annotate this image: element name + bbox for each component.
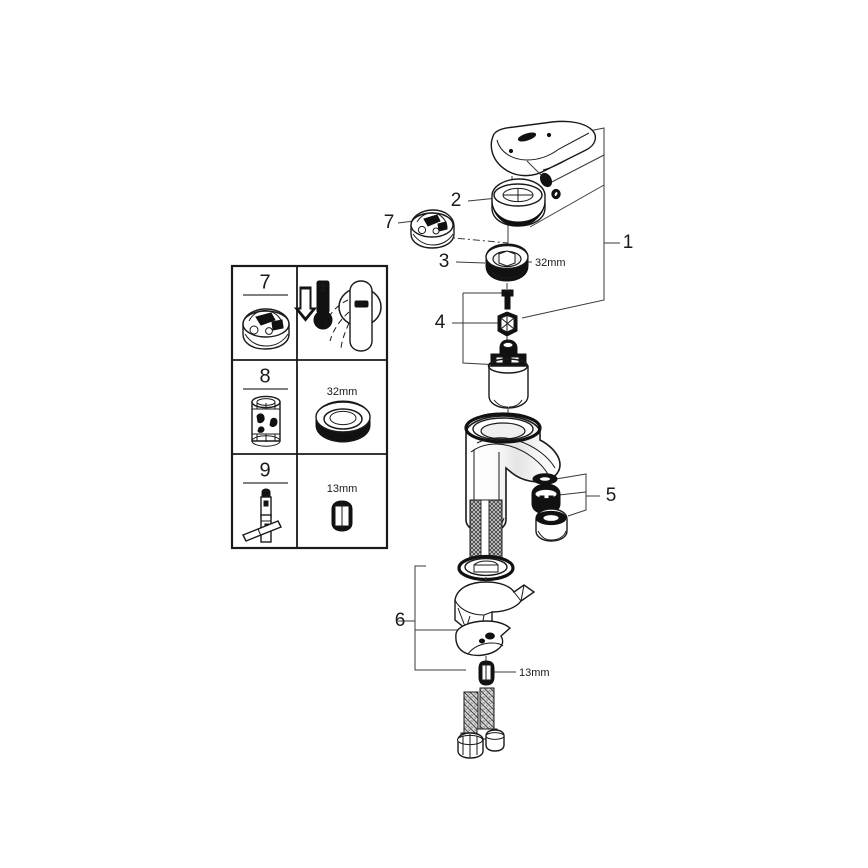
legend-number-8: 8 — [259, 365, 270, 387]
aerator-seal — [532, 473, 558, 485]
temperature-limiter-ring — [410, 209, 455, 249]
dimension-32mm: 32mm — [535, 257, 566, 269]
legend-row-7: 7 — [242, 271, 382, 352]
callout-4: 4 — [435, 312, 446, 333]
screw-cover-plug — [551, 188, 561, 200]
legend-number-7: 7 — [259, 271, 270, 293]
cartridge-sleeve-icon — [251, 395, 281, 447]
legend-number-9: 9 — [259, 459, 270, 481]
legend-row-9: 9 13mm — [242, 459, 358, 543]
ring-seal-icon: 32mm — [315, 386, 371, 443]
aerator-insert — [531, 483, 561, 515]
flexible-supply-hoses — [457, 687, 505, 759]
ceramic-cartridge — [487, 336, 529, 409]
fixing-nut-13mm — [478, 656, 495, 686]
leader-lines — [397, 127, 620, 673]
temperature-limiter-ring-icon — [242, 308, 290, 350]
callout-6: 6 — [395, 610, 406, 631]
legend-dimension-13mm: 13mm — [327, 483, 358, 495]
handle-cap-cover — [491, 176, 546, 227]
dimension-labels: 32mm 13mm — [519, 257, 566, 679]
grub-screw — [526, 160, 553, 188]
cartridge-screw — [501, 283, 514, 310]
upper-mounting-bracket — [454, 577, 536, 634]
legend-instruction-7 — [293, 280, 382, 352]
fixing-rod-tool-icon — [242, 488, 282, 543]
callout-numbers: 1 2 3 4 5 6 7 — [384, 190, 634, 631]
nut-icon: 13mm — [327, 483, 358, 532]
legend-table: 7 — [230, 264, 389, 550]
callout-3: 3 — [439, 251, 450, 272]
dimension-13mm: 13mm — [519, 667, 550, 679]
legend-row-8: 8 32mm — [243, 365, 371, 447]
base-seal-washer — [457, 554, 515, 582]
cartridge-nut — [497, 311, 518, 337]
callout-7: 7 — [384, 212, 395, 233]
lower-mounting-bracket — [455, 620, 512, 657]
legend-outer-border — [230, 264, 389, 550]
callout-1: 1 — [623, 232, 634, 253]
callout-5: 5 — [606, 485, 617, 506]
lever-handle — [490, 120, 597, 177]
faucet-body-spout — [464, 409, 561, 568]
callout-2: 2 — [451, 190, 462, 211]
lever-handle-motion-icon — [323, 280, 382, 352]
aerator-housing — [535, 508, 568, 542]
down-arrow-icon — [293, 286, 318, 322]
thermometer-icon — [313, 280, 333, 330]
legend-dimension-32mm: 32mm — [327, 386, 358, 398]
cap-nut-32mm — [485, 243, 529, 282]
